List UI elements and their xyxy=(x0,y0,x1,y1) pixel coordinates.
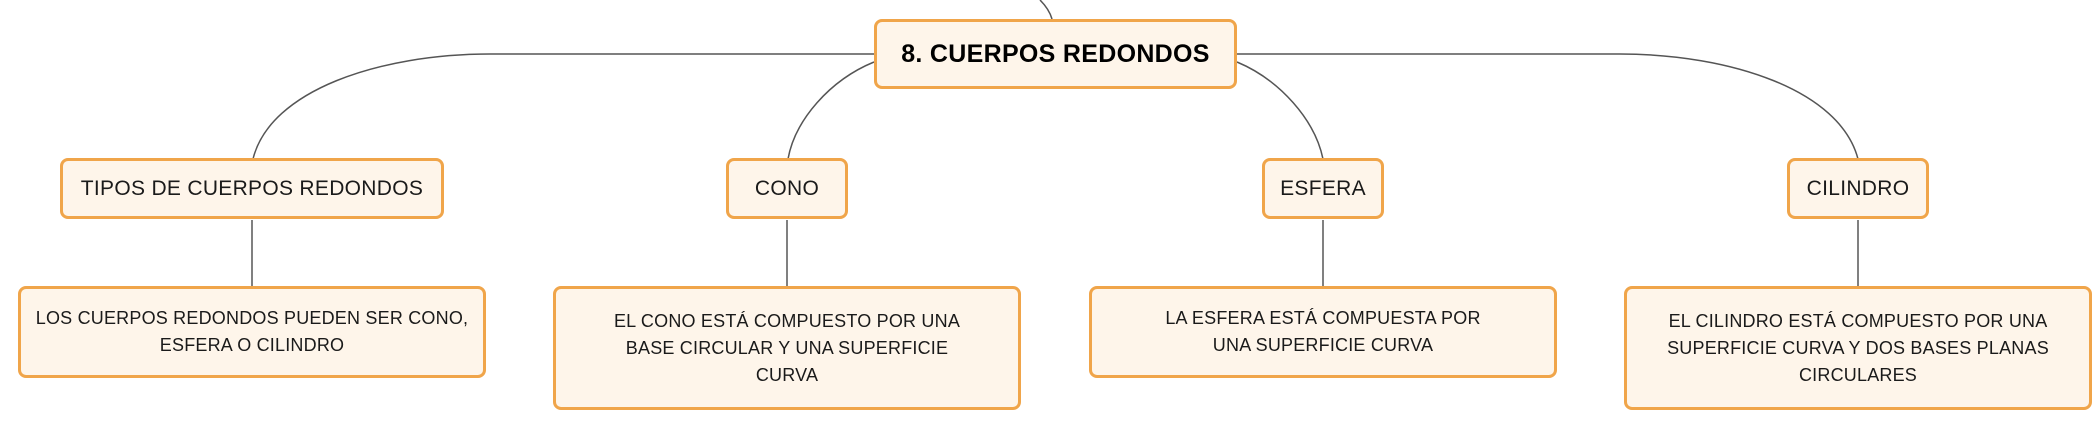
central-topic-label: 8. CUERPOS REDONDOS xyxy=(901,39,1210,68)
description-text-esfera: LA ESFERA ESTÁ COMPUESTA POR UNA SUPERFI… xyxy=(1165,308,1481,355)
description-node-esfera[interactable]: LA ESFERA ESTÁ COMPUESTA POR UNA SUPERFI… xyxy=(1089,286,1557,378)
topic-node-tipos[interactable]: TIPOS DE CUERPOS REDONDOS xyxy=(60,158,444,219)
description-node-cono[interactable]: EL CONO ESTÁ COMPUESTO POR UNA BASE CIRC… xyxy=(553,286,1021,410)
description-node-tipos[interactable]: LOS CUERPOS REDONDOS PUEDEN SER CONO, ES… xyxy=(18,286,486,378)
description-text-cilindro: EL CILINDRO ESTÁ COMPUESTO POR UNA SUPER… xyxy=(1667,310,2049,385)
topic-node-cilindro[interactable]: CILINDRO xyxy=(1787,158,1929,219)
topic-label-esfera: ESFERA xyxy=(1280,176,1366,200)
connector-central-to-esfera xyxy=(1236,61,1324,160)
description-text-tipos: LOS CUERPOS REDONDOS PUEDEN SER CONO, ES… xyxy=(35,308,469,355)
topic-label-cilindro: CILINDRO xyxy=(1806,176,1910,200)
connector-central-to-cono xyxy=(787,61,875,160)
topic-label-cono: CONO xyxy=(754,176,820,200)
connector-central-to-cilindro xyxy=(1237,53,1859,160)
connector-central-to-tipos xyxy=(252,53,874,160)
topic-label-tipos: TIPOS DE CUERPOS REDONDOS xyxy=(80,176,424,200)
description-text-cono: EL CONO ESTÁ COMPUESTO POR UNA BASE CIRC… xyxy=(613,310,961,385)
topic-node-cono[interactable]: CONO xyxy=(726,158,848,219)
connector-parent-to-central xyxy=(1039,0,1053,20)
description-node-cilindro[interactable]: EL CILINDRO ESTÁ COMPUESTO POR UNA SUPER… xyxy=(1624,286,2092,410)
central-topic-node[interactable]: 8. CUERPOS REDONDOS xyxy=(874,19,1237,89)
topic-node-esfera[interactable]: ESFERA xyxy=(1262,158,1384,219)
